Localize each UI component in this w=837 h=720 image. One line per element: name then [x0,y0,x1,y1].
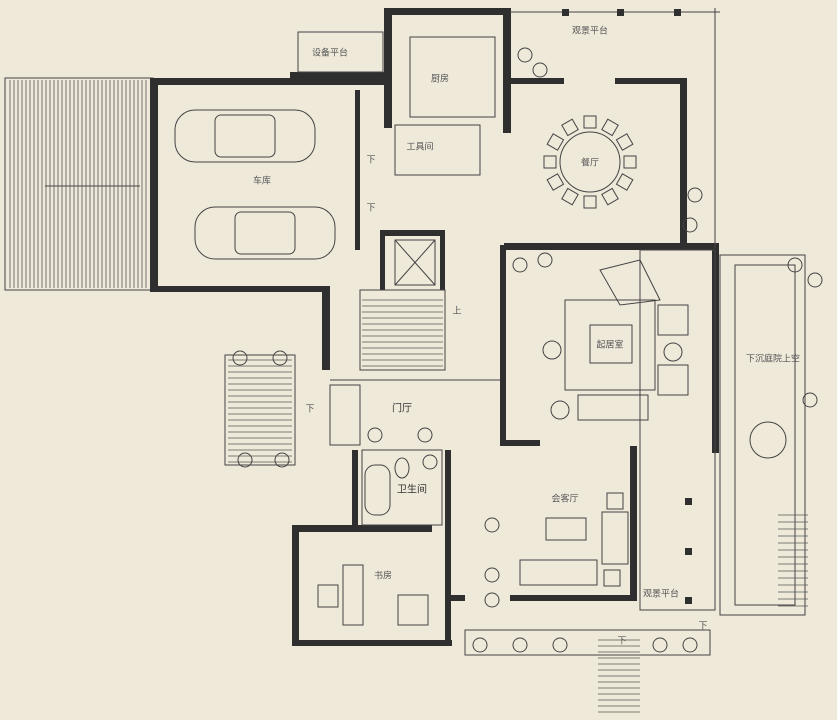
room-label-dining-room: 餐厅 [580,158,600,169]
room-label-viewing-platform-bottom: 观景平台 [642,589,680,600]
walls [150,8,719,646]
stair-mark-down: 下 [698,621,708,632]
plant [807,272,823,288]
room-label-garage: 车库 [252,176,272,187]
plant [512,257,528,273]
plant [787,257,803,273]
plant [484,592,500,608]
plant [652,637,668,653]
room-label-bathroom: 卫生间 [397,484,427,496]
stair-mark-down: 下 [366,155,376,166]
plant [682,637,698,653]
room-label-viewing-platform-top: 观景平台 [571,26,609,37]
plant [237,452,253,468]
dining-chair [561,187,579,206]
plant [472,637,488,653]
plants [232,47,823,653]
plant [417,427,433,443]
plant [367,427,383,443]
plant [517,47,533,63]
umbrella [749,421,787,459]
study-furniture [317,564,429,626]
pillars [562,9,692,604]
dining-chair [561,118,579,137]
stair-mark-down: 下 [305,404,315,415]
reception-furniture [519,492,629,587]
stairs [228,299,808,713]
dining-chair [601,118,619,137]
plant [484,567,500,583]
dining-chair [615,133,634,151]
dining-chair [543,155,557,169]
dining-chair [546,173,565,191]
room-label-reception-room: 会客厅 [551,494,579,505]
driveway-ramp [4,77,154,291]
elevator [394,239,436,286]
plant [682,217,698,233]
plant [274,452,290,468]
dining-table [543,115,637,209]
plant [537,252,553,268]
stair-mark-down: 下 [617,636,627,647]
plant [802,392,818,408]
dining-chair [601,187,619,206]
plant [272,350,288,366]
plant [484,517,500,533]
living-room-furniture [542,259,689,421]
room-label-living-room: 起居室 [596,340,624,351]
plant [512,637,528,653]
plant [232,350,248,366]
dining-chair [615,173,634,191]
plant [552,637,568,653]
room-label-study: 书房 [373,571,393,582]
stair-mark-down: 下 [366,203,376,214]
car-2 [194,206,336,260]
room-label-equipment-platform: 设备平台 [311,48,349,59]
dining-chair [583,195,597,209]
room-label-kitchen: 厨房 [430,74,450,85]
dining-chair [583,115,597,129]
interior-lines [224,8,806,656]
dining-chair [546,133,565,151]
room-label-tool-room: 工具间 [406,142,434,153]
room-label-foyer: 门厅 [392,403,412,415]
plant [532,62,548,78]
bathroom-fixtures [364,454,438,516]
dining-chair [623,155,637,169]
stair-mark-up: 上 [452,306,462,317]
room-label-sunken-courtyard-void: 下沉庭院上空 [745,354,801,365]
plant [687,187,703,203]
car-1 [174,109,316,163]
